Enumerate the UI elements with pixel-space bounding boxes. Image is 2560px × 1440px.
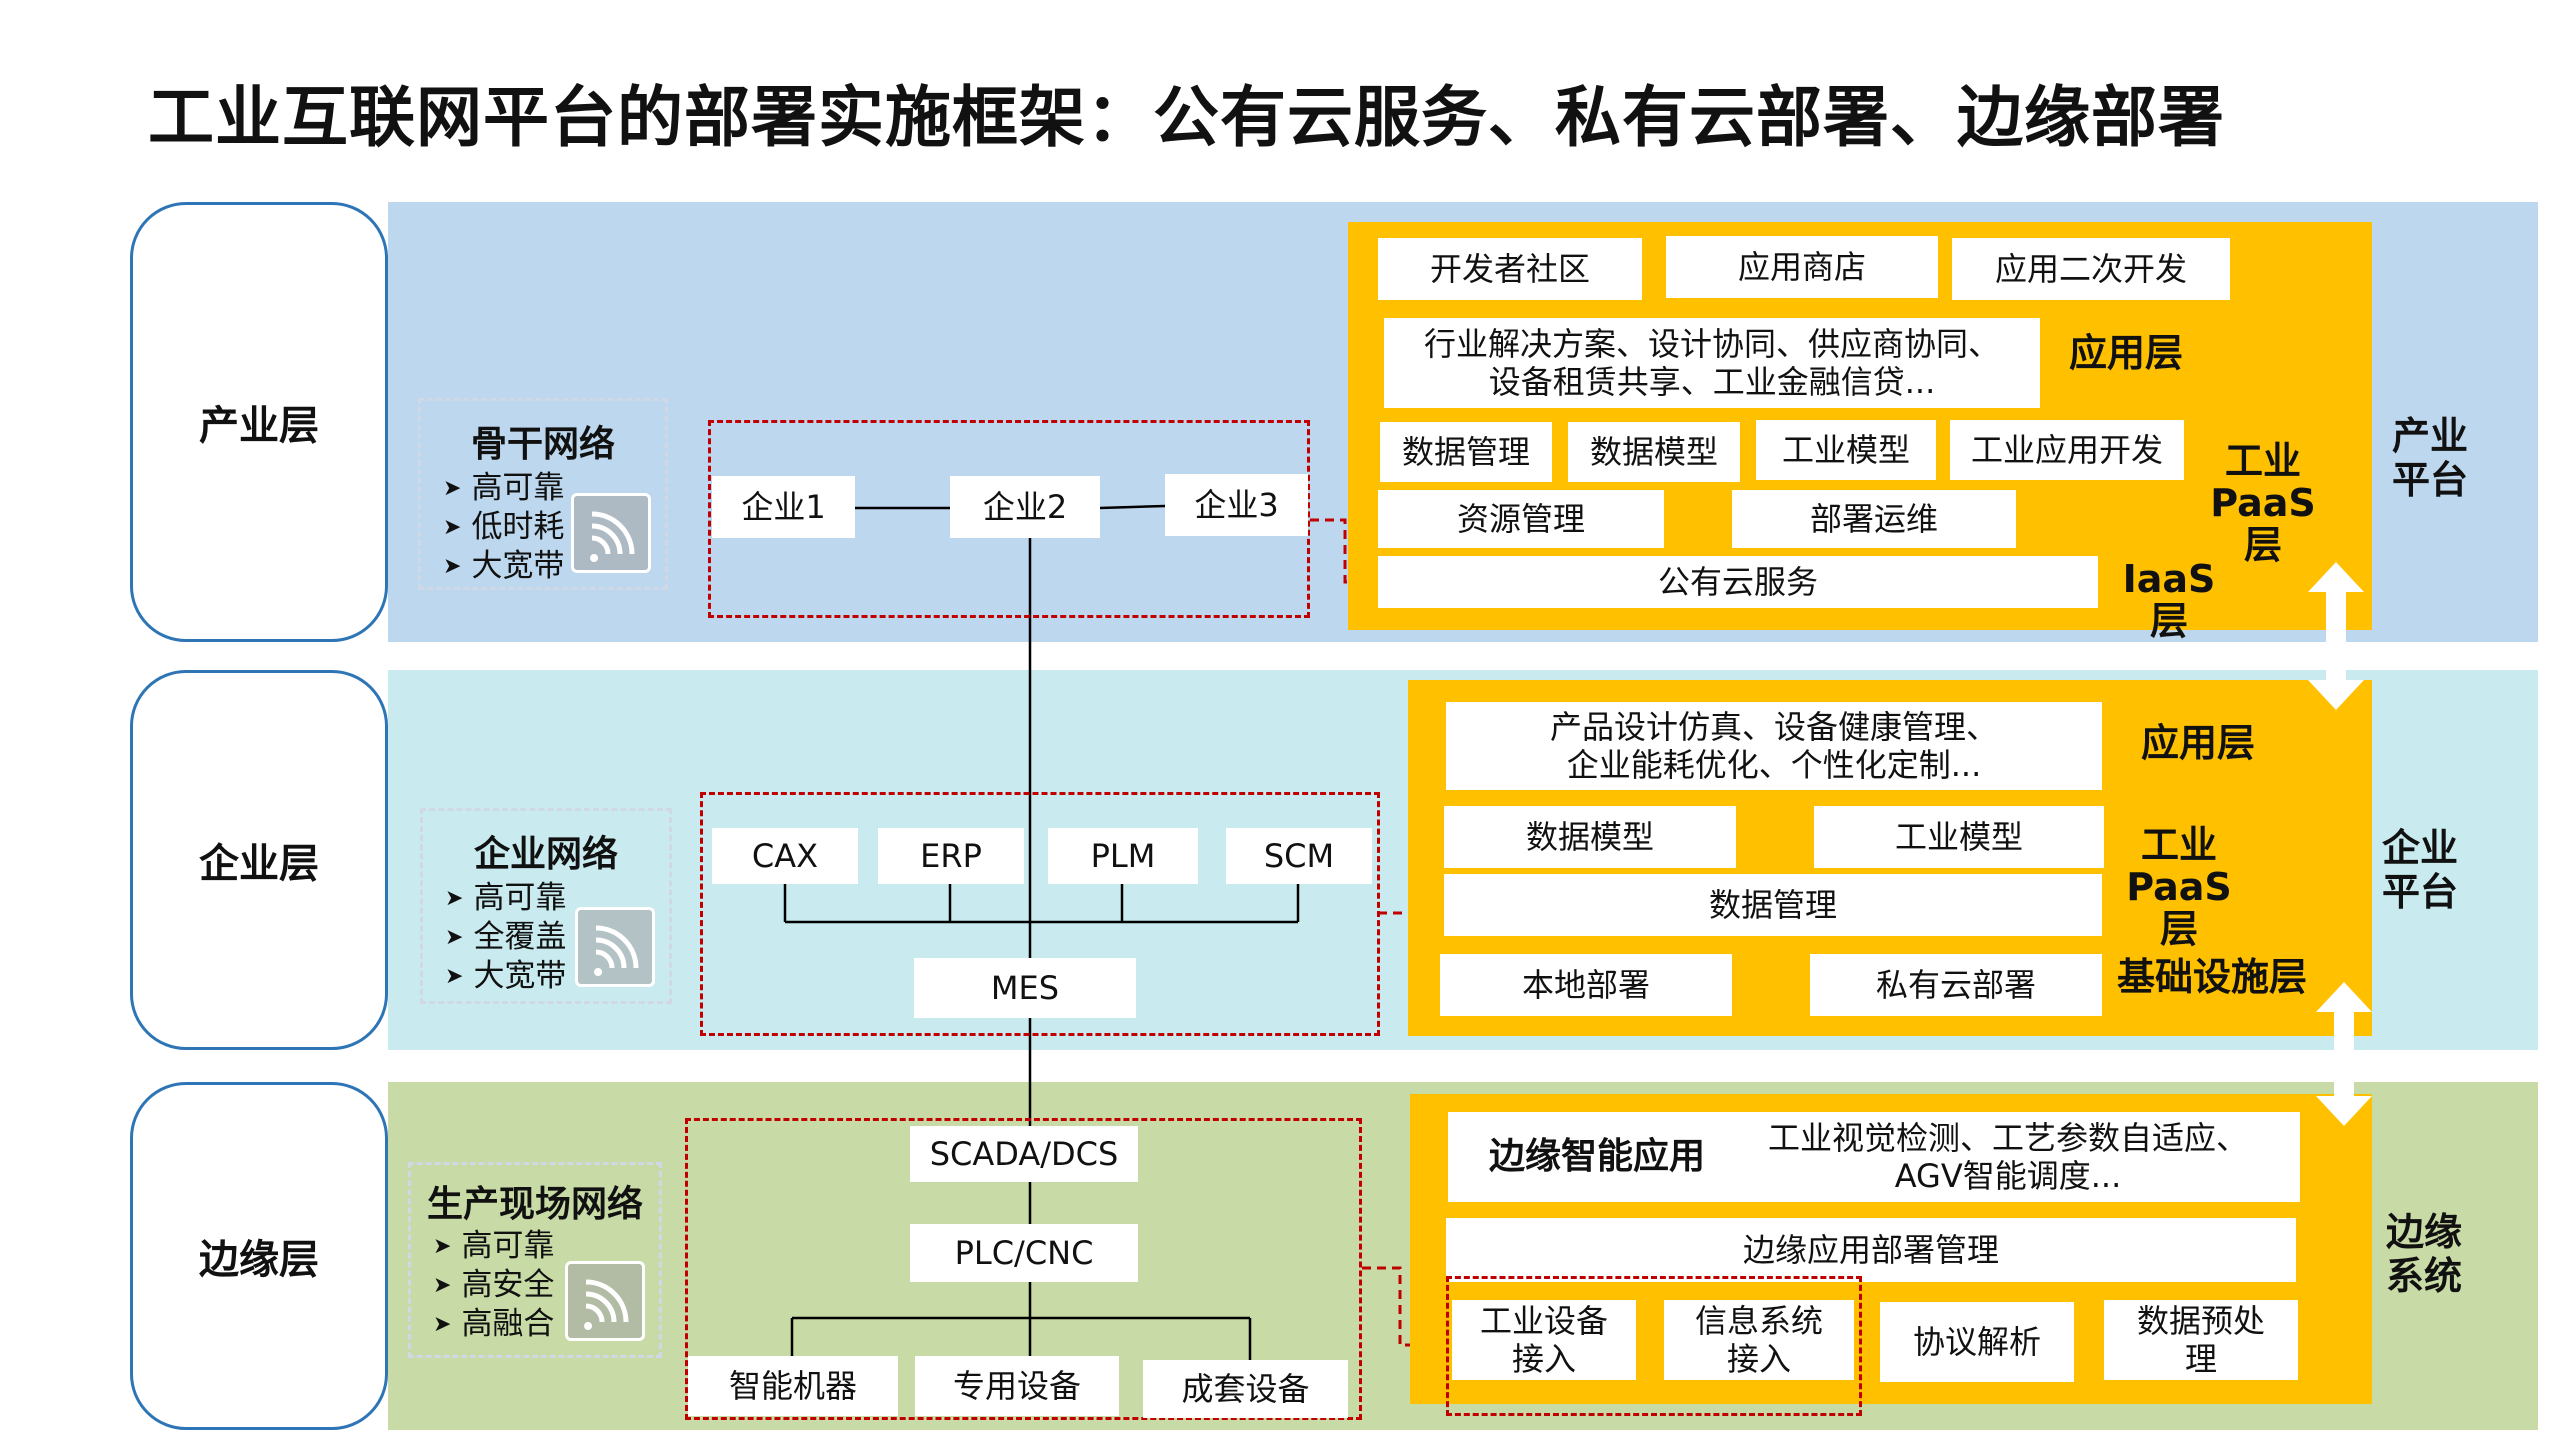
enterprise-platform-label: 企业 平台 bbox=[2381, 826, 2458, 914]
system-plc-cnc: PLC/CNC bbox=[910, 1224, 1138, 1282]
industrial-app-dev: 工业应用开发 bbox=[1950, 420, 2184, 480]
layer-label-edge: 边缘层 bbox=[130, 1082, 388, 1430]
industry-platform-label: 产业 平台 bbox=[2391, 414, 2468, 502]
protocol-parsing: 协议解析 bbox=[1880, 1302, 2074, 1382]
system-scada-dcs: SCADA/DCS bbox=[910, 1126, 1138, 1182]
enterprise-cluster-group bbox=[708, 420, 1310, 618]
system-cax: CAX bbox=[712, 828, 858, 884]
node-enterprise-2: 企业2 bbox=[950, 476, 1100, 538]
network-box-enterprise: 企业网络 高可靠 全覆盖 大宽带 bbox=[420, 808, 672, 1004]
industry-data-management: 数据管理 bbox=[1380, 422, 1552, 482]
private-cloud-deployment: 私有云部署 bbox=[1810, 954, 2102, 1016]
edge-intelligence-box: 边缘智能应用 工业视觉检测、工艺参数自适应、 AGV智能调度... bbox=[1448, 1112, 2300, 1202]
system-erp: ERP bbox=[878, 828, 1024, 884]
data-preprocessing: 数据预处 理 bbox=[2104, 1300, 2298, 1380]
enterprise-paas-label: 工业 PaaS层 bbox=[2126, 823, 2232, 951]
infrastructure-layer-label: 基础设施层 bbox=[2116, 955, 2307, 999]
developer-community: 开发者社区 bbox=[1378, 238, 1642, 300]
app-secondary-dev: 应用二次开发 bbox=[1952, 238, 2230, 300]
edge-intelligence-apps: 工业视觉检测、工艺参数自适应、 AGV智能调度... bbox=[1767, 1119, 2248, 1195]
industrial-device-access: 工业设备 接入 bbox=[1452, 1300, 1636, 1380]
deployment-ops: 部署运维 bbox=[1732, 490, 2016, 548]
network-feature: 高可靠 bbox=[445, 879, 566, 918]
network-features: 高可靠 全覆盖 大宽带 bbox=[445, 879, 566, 996]
industry-industrial-model: 工业模型 bbox=[1756, 420, 1936, 480]
information-system-access: 信息系统 接入 bbox=[1664, 1300, 1854, 1380]
resource-management: 资源管理 bbox=[1378, 490, 1664, 548]
network-feature: 高可靠 bbox=[433, 1227, 554, 1266]
layer-label-enterprise: 企业层 bbox=[130, 670, 388, 1050]
enterprise-data-model: 数据模型 bbox=[1444, 806, 1736, 868]
access-group bbox=[1446, 1276, 1862, 1416]
enterprise-applications: 产品设计仿真、设备健康管理、 企业能耗优化、个性化定制... bbox=[1446, 702, 2102, 790]
node-enterprise-3: 企业3 bbox=[1165, 474, 1308, 536]
device-smart-machine: 智能机器 bbox=[688, 1356, 898, 1416]
network-title: 骨干网络 bbox=[470, 424, 615, 465]
system-plm: PLM bbox=[1048, 828, 1198, 884]
app-layer-label: 应用层 bbox=[2068, 331, 2183, 375]
network-feature: 大宽带 bbox=[443, 547, 564, 586]
industry-paas-label: 工业 PaaS层 bbox=[2210, 439, 2316, 567]
network-feature: 高可靠 bbox=[443, 469, 564, 508]
edge-systems-group bbox=[685, 1118, 1362, 1420]
network-feature: 大宽带 bbox=[445, 957, 566, 996]
enterprise-systems-group bbox=[700, 792, 1380, 1036]
wifi-icon bbox=[575, 907, 655, 987]
layer-label-industry: 产业层 bbox=[130, 202, 388, 642]
edge-system-label: 边缘 系统 bbox=[2385, 1210, 2462, 1298]
enterprise-app-layer-label: 应用层 bbox=[2140, 721, 2255, 765]
industry-solutions: 行业解决方案、设计协同、供应商协同、 设备租赁共享、工业金融信贷... bbox=[1384, 318, 2040, 408]
wifi-icon bbox=[571, 493, 651, 573]
network-feature: 全覆盖 bbox=[445, 918, 566, 957]
node-enterprise-1: 企业1 bbox=[712, 476, 855, 538]
network-box-field: 生产现场网络 高可靠 高安全 高融合 bbox=[408, 1162, 662, 1358]
page-title: 工业互联网平台的部署实施框架：公有云服务、私有云部署、边缘部署 bbox=[148, 79, 2225, 156]
network-title: 企业网络 bbox=[473, 834, 618, 875]
app-store: 应用商店 bbox=[1666, 236, 1938, 298]
local-deployment: 本地部署 bbox=[1440, 954, 1732, 1016]
device-special-equipment: 专用设备 bbox=[915, 1356, 1119, 1416]
iaas-layer-label: IaaS层 bbox=[2122, 557, 2216, 643]
device-complete-equipment: 成套设备 bbox=[1143, 1360, 1348, 1418]
edge-intelligence-label: 边缘智能应用 bbox=[1488, 1136, 1705, 1177]
public-cloud-service: 公有云服务 bbox=[1378, 556, 2098, 608]
edge-app-deployment-management: 边缘应用部署管理 bbox=[1446, 1218, 2296, 1282]
enterprise-data-management: 数据管理 bbox=[1444, 874, 2102, 936]
network-title: 生产现场网络 bbox=[426, 1184, 643, 1225]
wifi-icon bbox=[565, 1261, 645, 1341]
network-feature: 低时耗 bbox=[443, 508, 564, 547]
network-box-backbone: 骨干网络 高可靠 低时耗 大宽带 bbox=[418, 398, 668, 590]
double-arrow-icon bbox=[2308, 562, 2364, 710]
system-scm: SCM bbox=[1226, 828, 1372, 884]
network-feature: 高安全 bbox=[433, 1266, 554, 1305]
industry-data-model: 数据模型 bbox=[1568, 422, 1740, 482]
network-features: 高可靠 低时耗 大宽带 bbox=[443, 469, 564, 586]
system-mes: MES bbox=[914, 958, 1136, 1018]
enterprise-industrial-model: 工业模型 bbox=[1814, 806, 2104, 868]
double-arrow-icon bbox=[2316, 982, 2372, 1126]
network-features: 高可靠 高安全 高融合 bbox=[433, 1227, 554, 1344]
network-feature: 高融合 bbox=[433, 1305, 554, 1344]
